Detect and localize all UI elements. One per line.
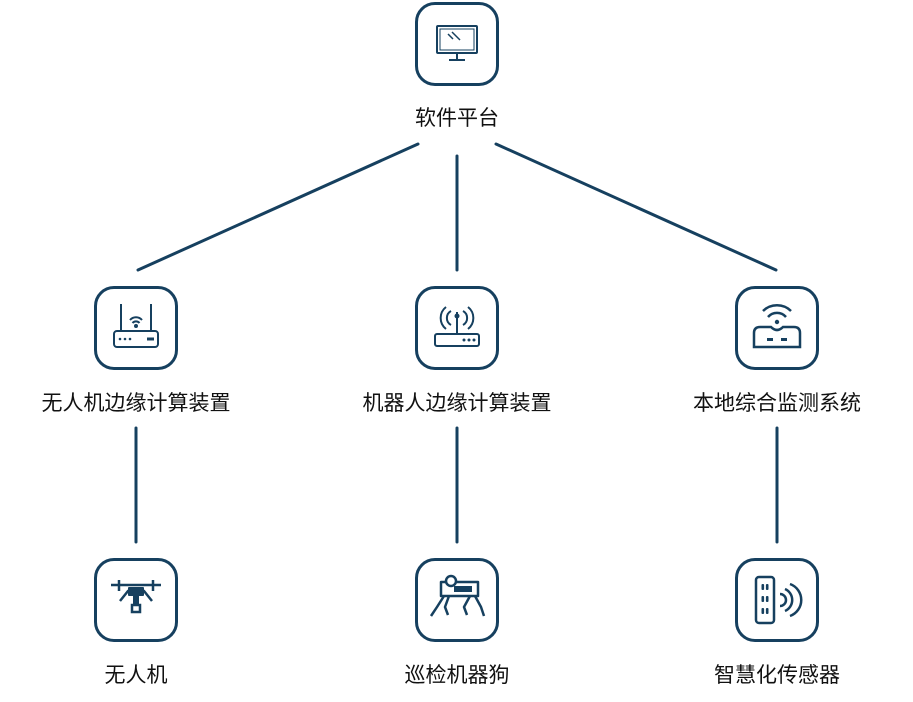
local-monitor-label: 本地综合监测系统 xyxy=(693,391,861,415)
uav-node-icon xyxy=(94,558,178,642)
local-monitor-node-icon xyxy=(735,286,819,370)
sensor-node-icon xyxy=(735,558,819,642)
platform-label: 软件平台 xyxy=(415,106,499,130)
platform-node-icon xyxy=(415,2,499,86)
wireless-modem-icon xyxy=(752,304,802,349)
robot-dog-node-icon xyxy=(415,558,499,642)
wifi-router-icon xyxy=(434,306,480,347)
link-platform-local-monitor xyxy=(494,142,778,272)
robot-dog-icon xyxy=(429,574,486,617)
robot-edge-node-icon xyxy=(415,286,499,370)
smart-sensor-icon xyxy=(754,575,803,625)
robot-dog-label: 巡检机器狗 xyxy=(404,663,510,687)
sensor-label: 智慧化传感器 xyxy=(714,663,840,687)
uav-edge-label: 无人机边缘计算装置 xyxy=(41,391,231,415)
router-icon xyxy=(113,304,159,348)
link-platform-uav-edge xyxy=(136,142,420,272)
monitor-icon xyxy=(436,25,478,61)
uav-label: 无人机 xyxy=(104,663,168,687)
robot-edge-label: 机器人边缘计算装置 xyxy=(362,391,552,415)
drone-icon xyxy=(111,580,161,614)
uav-edge-node-icon xyxy=(94,286,178,370)
